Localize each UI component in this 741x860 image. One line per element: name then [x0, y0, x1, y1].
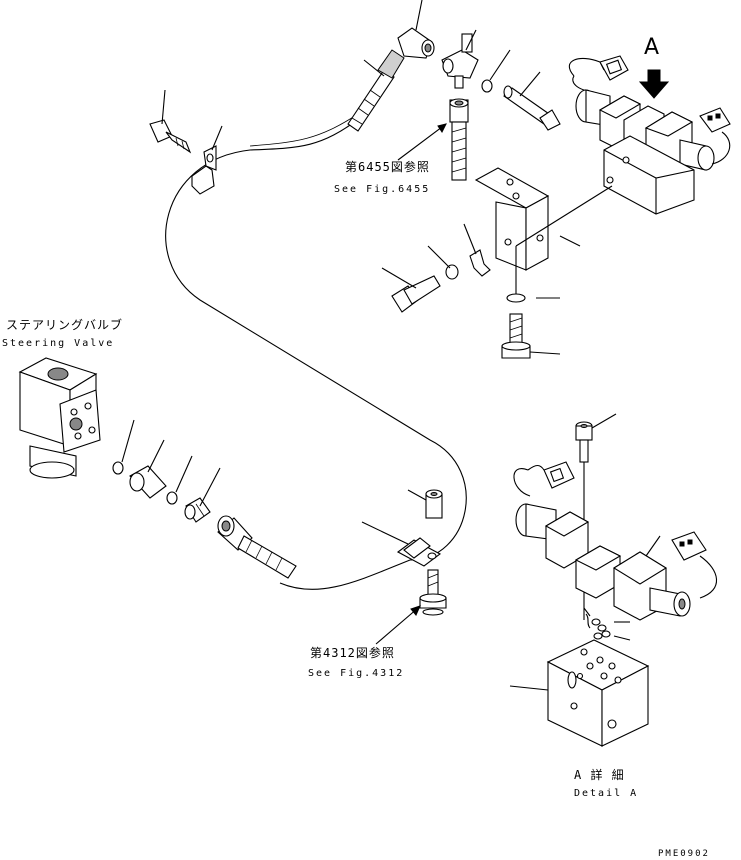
clamp-lower — [396, 537, 442, 567]
solenoid-valve-upper — [568, 55, 731, 215]
o-ring-top — [481, 79, 493, 93]
arrow-head-6455 — [437, 123, 447, 133]
mounting-bracket — [474, 167, 613, 298]
elbow-fitting — [397, 27, 435, 59]
steering-valve-en: Steering Valve — [2, 338, 115, 349]
detail-a-jp: A 詳 細 — [574, 768, 625, 782]
bolt-upper-left — [149, 119, 192, 154]
drawing-code: PME0902 — [658, 849, 710, 859]
adapter-fitting — [129, 465, 167, 499]
reference-arrow-6455 — [397, 123, 447, 161]
hose-line-inner — [249, 113, 359, 147]
hose-end-fitting-top — [347, 49, 405, 132]
hose-line — [165, 117, 467, 590]
bolt-middle — [391, 275, 441, 313]
detail-a-assembly — [513, 421, 718, 747]
washer-middle — [445, 264, 459, 280]
bolt-lower — [501, 313, 531, 359]
o-ring-steering-1 — [112, 461, 124, 475]
washer-lower — [506, 293, 526, 303]
spacer — [425, 489, 443, 519]
view-arrow-letter: A — [644, 35, 660, 60]
steering-valve — [18, 357, 101, 479]
lock-plate — [469, 249, 491, 277]
leader-lines — [121, 0, 661, 691]
steering-valve-jp: ステアリングバルブ — [6, 318, 124, 332]
ref-4312-jp: 第4312図参照 — [310, 646, 395, 660]
ref-4312-en: See Fig.4312 — [308, 668, 405, 679]
reference-arrow-4312 — [375, 607, 419, 645]
bolt-clamp-lower — [419, 569, 447, 616]
ref-6455-en: See Fig.6455 — [334, 184, 431, 195]
clamp-upper — [191, 145, 217, 195]
detail-a-en: Detail A — [574, 788, 639, 799]
view-arrow-a — [638, 69, 670, 99]
o-ring-steering-2 — [166, 491, 178, 505]
tube-connector — [503, 85, 561, 131]
connector-fitting — [184, 497, 211, 523]
arrow-head-4312 — [410, 605, 421, 616]
hose-end-fitting-lower — [217, 515, 297, 579]
hose-end-fitting-vertical — [449, 98, 469, 181]
tee-fitting — [441, 33, 479, 89]
ref-6455-jp: 第6455図参照 — [345, 160, 430, 174]
